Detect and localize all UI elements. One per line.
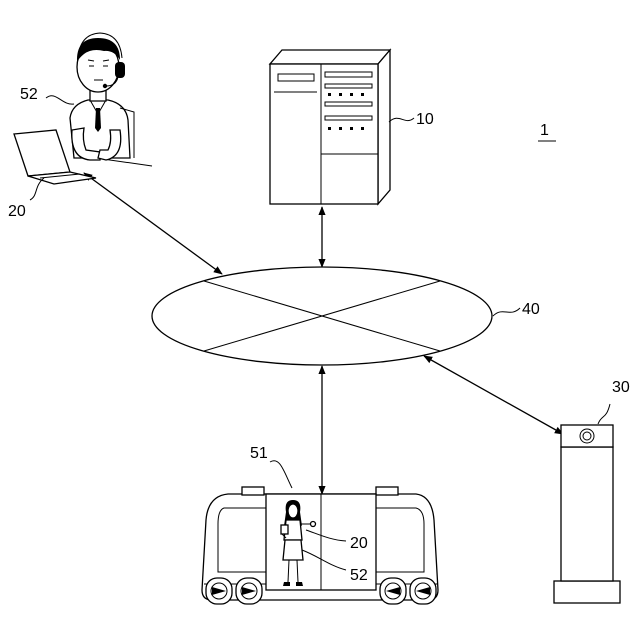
label-passenger-terminal: 20 <box>350 535 368 552</box>
autonomous-vehicle-icon <box>202 487 438 604</box>
label-terminal-30: 30 <box>612 379 630 396</box>
link-operator-network <box>84 173 222 274</box>
label-system: 1 <box>540 122 549 139</box>
kiosk-terminal-icon <box>554 425 620 603</box>
leader-line-operator <box>46 96 74 104</box>
network-ellipse-icon <box>152 267 492 365</box>
label-vehicle: 51 <box>250 445 268 462</box>
leader-line-kiosk <box>598 404 610 424</box>
label-network: 40 <box>522 301 540 318</box>
label-server: 10 <box>416 111 434 128</box>
label-operator-terminal: 20 <box>8 203 26 220</box>
server-cabinet-icon <box>270 50 390 204</box>
label-passenger-person: 52 <box>350 567 368 584</box>
label-operator-person: 52 <box>20 86 38 103</box>
leader-line-operator-terminal <box>30 178 44 200</box>
link-kiosk-network <box>424 356 563 434</box>
leader-line-network <box>493 308 520 316</box>
leader-line-vehicle <box>270 461 292 488</box>
operator-with-headset-icon <box>70 33 152 166</box>
leader-line-server <box>389 118 414 122</box>
